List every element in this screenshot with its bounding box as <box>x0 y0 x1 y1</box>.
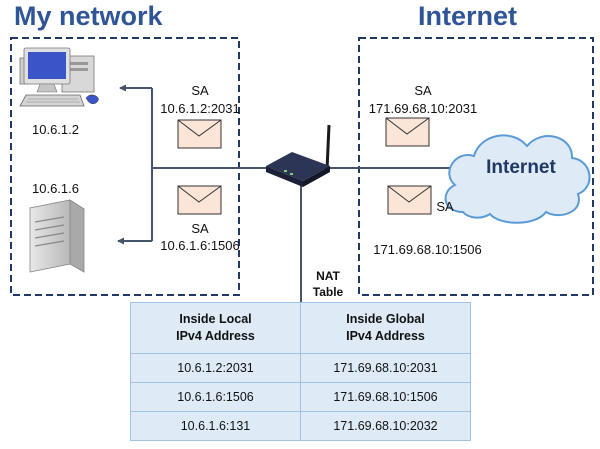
cloud-label: Internet <box>486 157 556 178</box>
table-row: 10.6.1.2:2031 171.69.68.10:2031 <box>130 353 471 383</box>
packet-address: 10.6.1.2:2031 <box>160 101 240 116</box>
inside-local-cell: 10.6.1.2:2031 <box>130 353 301 383</box>
inside-local-header: Inside Local IPv4 Address <box>130 302 301 354</box>
table-row: 10.6.1.6:1506 171.69.68.10:1506 <box>130 382 471 412</box>
inside-global-cell: 171.69.68.10:2031 <box>300 353 471 383</box>
server-ip-label: 10.6.1.6 <box>32 181 79 196</box>
packet-sa-label: SA <box>414 83 432 98</box>
envelope-icon <box>387 185 432 215</box>
header-line1: Inside Global <box>346 312 425 326</box>
my-network-boundary <box>10 37 240 296</box>
desktop-computer-icon <box>19 47 99 107</box>
pc-ip-label: 10.6.1.2 <box>32 122 79 137</box>
envelope-icon <box>177 185 222 215</box>
connection-lines <box>117 84 452 305</box>
table-row: 10.6.1.6:131 171.69.68.10:2032 <box>130 411 471 441</box>
inside-global-cell: 171.69.68.10:1506 <box>300 382 471 412</box>
inside-global-cell: 171.69.68.10:2032 <box>300 411 471 441</box>
internet-boundary <box>358 37 594 296</box>
wireless-router-icon <box>266 124 331 187</box>
inside-local-cell: 10.6.1.6:131 <box>130 411 301 441</box>
nat-table: Inside Local IPv4 Address Inside Global … <box>130 302 471 441</box>
inside-global-header: Inside Global IPv4 Address <box>300 302 471 354</box>
packet-sa-label: SA <box>191 83 209 98</box>
inside-local-cell: 10.6.1.6:1506 <box>130 382 301 412</box>
envelope-icon <box>177 119 222 149</box>
packet-sa-label: SA <box>191 221 209 236</box>
packet-sa-label: SA <box>436 199 454 214</box>
packet-address: 171.69.68.10:2031 <box>368 101 478 116</box>
packet-address: 10.6.1.6:1506 <box>160 238 240 253</box>
nat-label-line2: Table <box>312 285 344 299</box>
nat-table-header: Inside Local IPv4 Address Inside Global … <box>130 302 471 354</box>
header-line2: IPv4 Address <box>176 329 255 343</box>
packet-address: 171.69.68.10:1506 <box>373 242 482 257</box>
envelope-icon <box>385 117 430 147</box>
nat-table-label: NAT Table <box>303 268 353 300</box>
header-line1: Inside Local <box>179 312 252 326</box>
nat-label-line1: NAT <box>316 269 340 283</box>
header-line2: IPv4 Address <box>346 329 425 343</box>
server-icon <box>28 199 86 273</box>
internet-title: Internet <box>418 1 518 31</box>
my-network-title: My network <box>14 1 163 31</box>
cloud-icon <box>444 134 591 224</box>
